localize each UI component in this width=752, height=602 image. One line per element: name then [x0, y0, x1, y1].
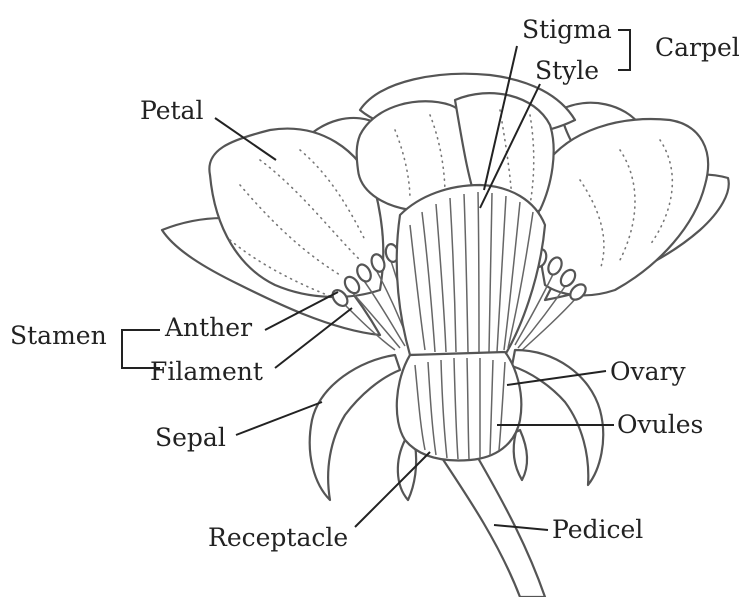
sepal-left [310, 355, 400, 500]
label-sepal: Sepal [155, 423, 226, 452]
carpel-cluster [397, 185, 545, 355]
label-receptacle: Receptacle [208, 523, 348, 552]
label-ovary: Ovary [610, 357, 686, 386]
label-ovules: Ovules [617, 410, 703, 439]
label-carpel: Carpel [655, 33, 740, 62]
pedicel-stalk [440, 455, 545, 597]
label-filament: Filament [150, 357, 263, 386]
label-anther: Anther [164, 313, 252, 342]
label-style: Style [535, 56, 599, 85]
carpel-bracket [618, 30, 630, 70]
ovary-body [397, 352, 522, 460]
label-stigma: Stigma [522, 15, 612, 44]
label-petal: Petal [140, 96, 203, 125]
label-stamen: Stamen [10, 321, 107, 350]
petal-front-right [539, 119, 709, 295]
label-pedicel: Pedicel [552, 515, 643, 544]
sepal-lower-right [514, 430, 527, 480]
